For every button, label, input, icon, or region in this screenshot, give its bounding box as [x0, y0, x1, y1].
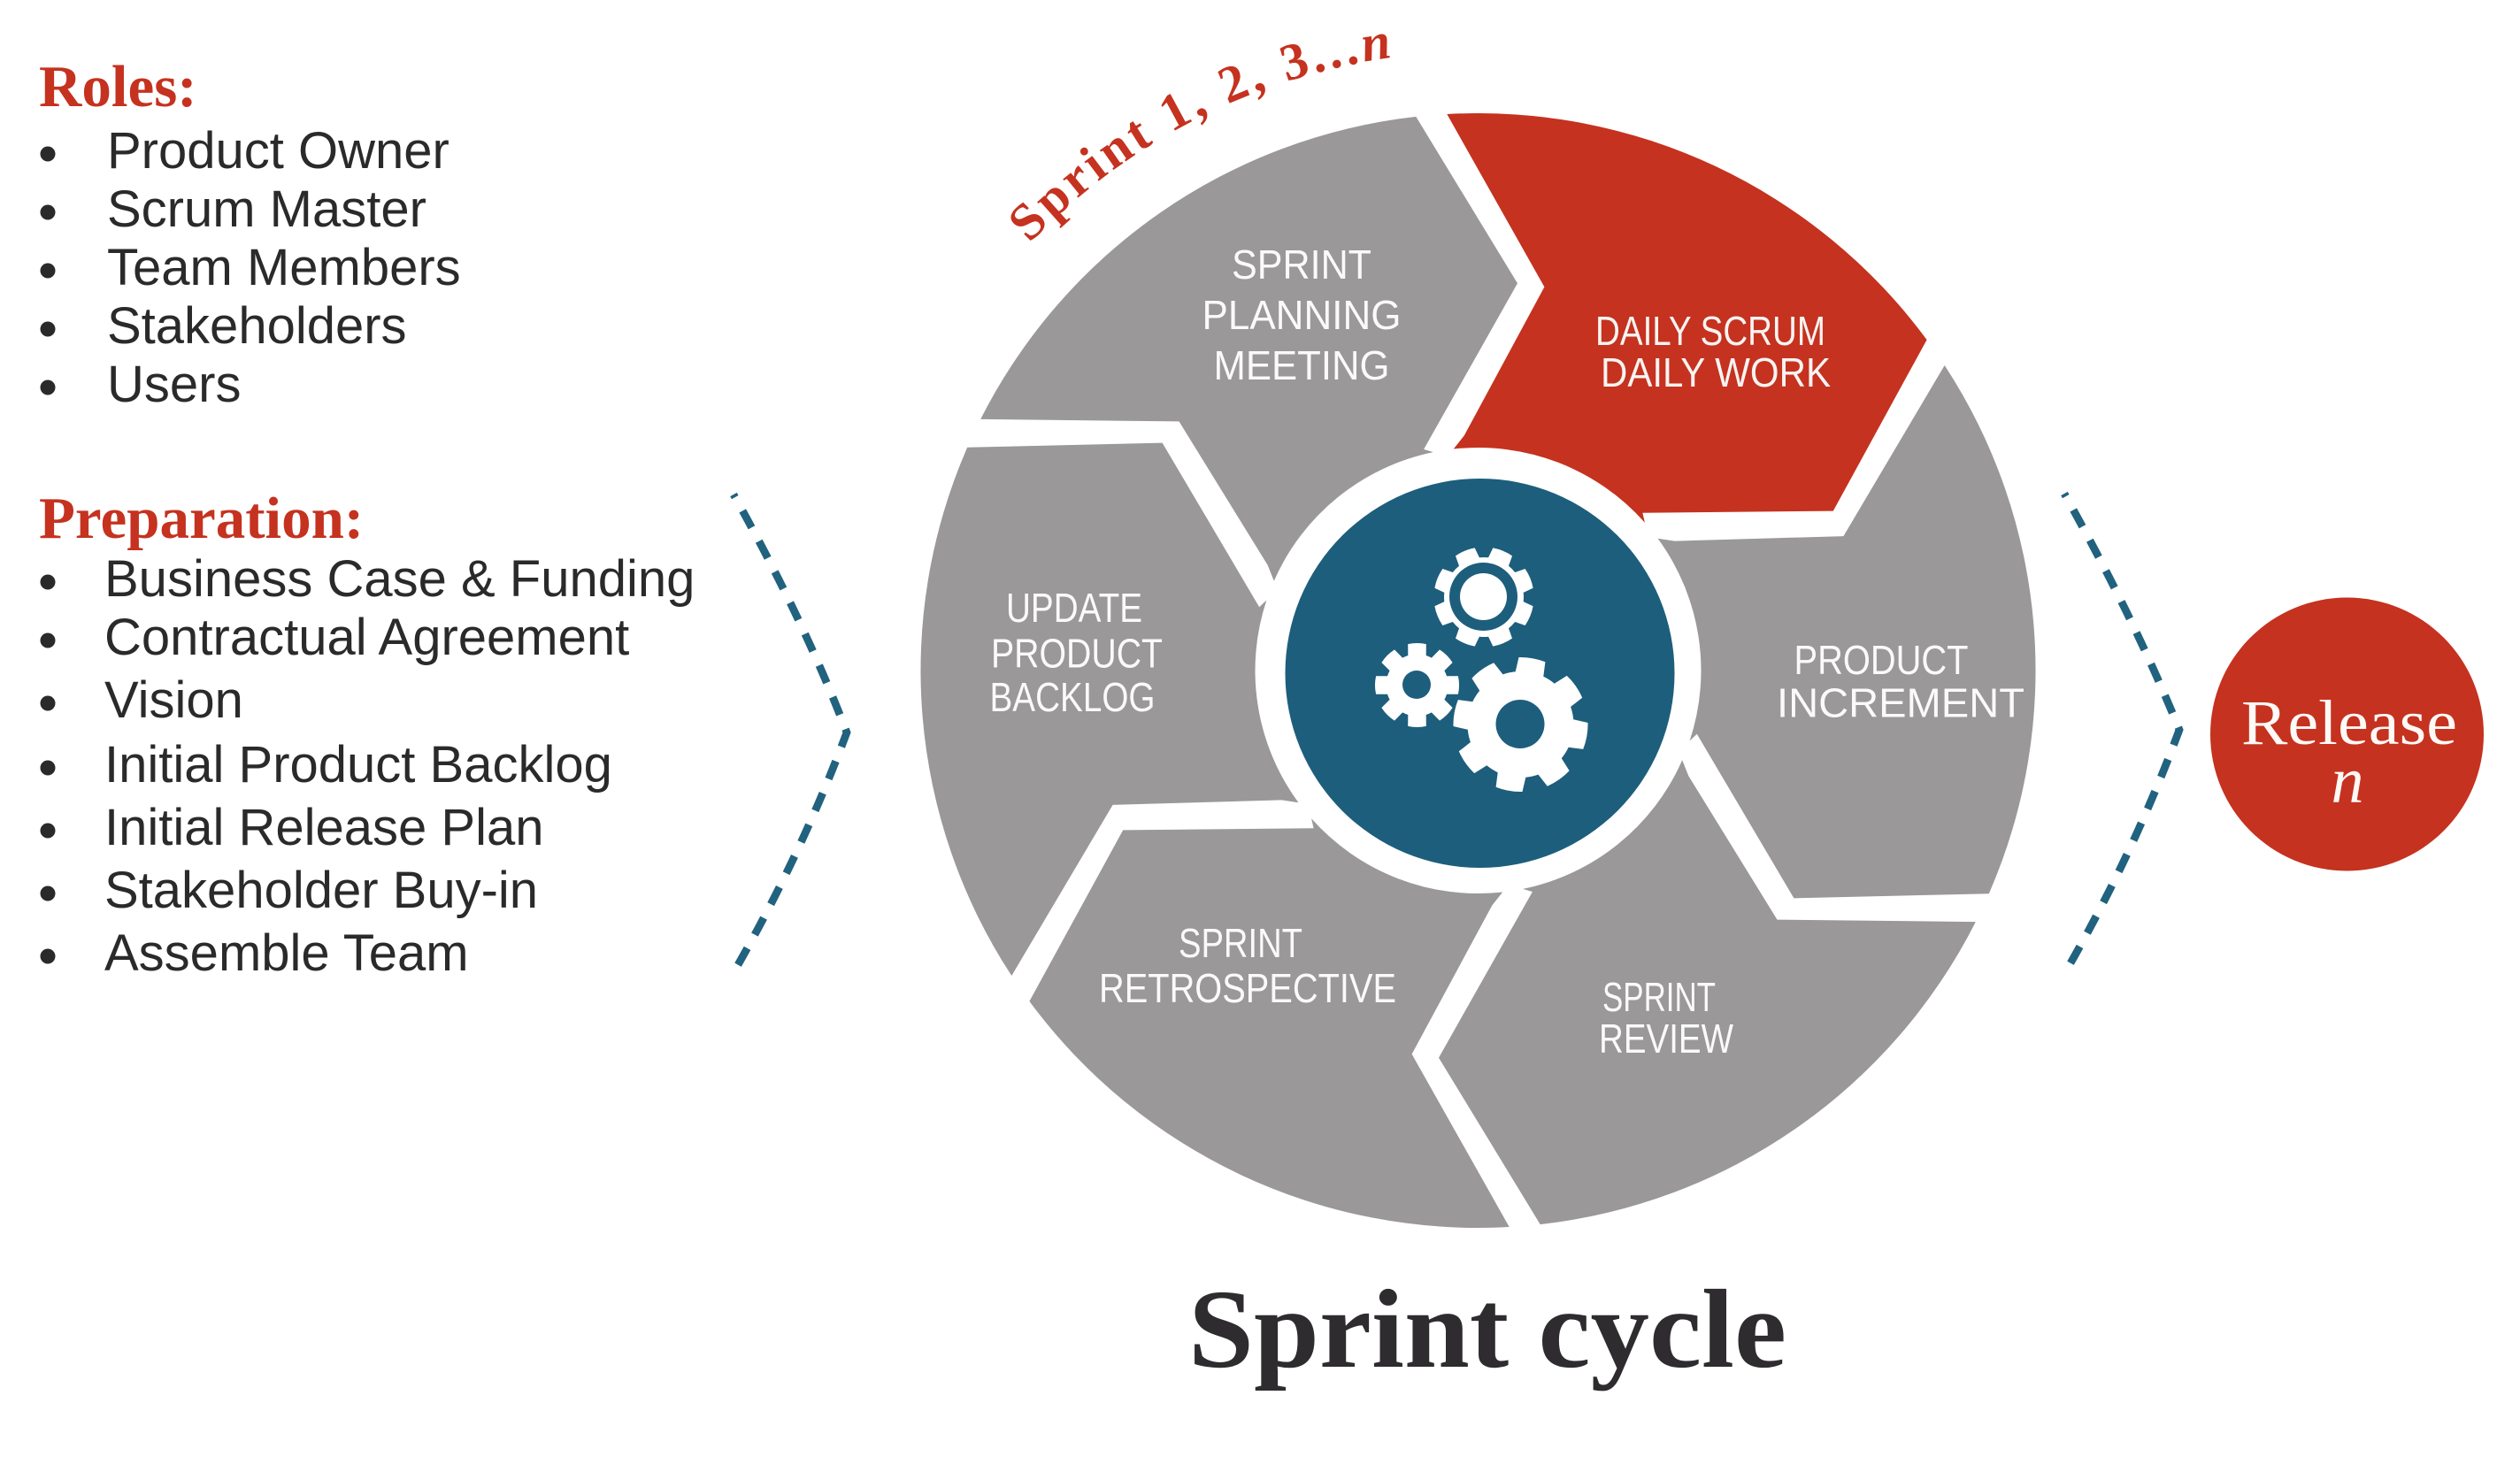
svg-text:Stakeholder Buy-in: Stakeholder Buy-in: [104, 862, 538, 919]
svg-text:Business Case & Funding: Business Case & Funding: [104, 550, 695, 608]
svg-text:Team Members: Team Members: [107, 239, 461, 296]
svg-text:PLANNING: PLANNING: [1202, 292, 1402, 338]
svg-text:DAILY SCRUM: DAILY SCRUM: [1595, 308, 1825, 354]
svg-text:Vision: Vision: [104, 671, 243, 729]
svg-text:PRODUCT: PRODUCT: [991, 631, 1163, 677]
svg-text:Release: Release: [2241, 687, 2457, 758]
svg-text:RETROSPECTIVE: RETROSPECTIVE: [1099, 965, 1396, 1011]
svg-text:Initial Product Backlog: Initial Product Backlog: [104, 736, 612, 794]
svg-text:Assemble Team: Assemble Team: [104, 924, 469, 982]
svg-text:Product Owner: Product Owner: [107, 122, 449, 180]
svg-text:Sprint cycle: Sprint cycle: [1188, 1268, 1786, 1392]
svg-text:BACKLOG: BACKLOG: [990, 674, 1156, 720]
svg-text:Roles:: Roles:: [39, 54, 197, 119]
svg-text:REVIEW: REVIEW: [1599, 1016, 1733, 1062]
svg-text:SPRINT: SPRINT: [1179, 920, 1302, 966]
svg-text:Initial Release Plan: Initial Release Plan: [104, 799, 544, 856]
svg-text:SPRINT: SPRINT: [1602, 974, 1716, 1020]
svg-text:MEETING: MEETING: [1214, 342, 1390, 388]
svg-text:DAILY WORK: DAILY WORK: [1601, 349, 1831, 395]
svg-text:UPDATE: UPDATE: [1006, 585, 1142, 631]
svg-text:Stakeholders: Stakeholders: [107, 297, 407, 355]
svg-text:Contractual Agreement: Contractual Agreement: [104, 609, 629, 666]
svg-text:Users: Users: [107, 356, 241, 413]
svg-text:Preparation:: Preparation:: [39, 486, 364, 551]
svg-text:Scrum Master: Scrum Master: [107, 180, 426, 238]
svg-text:SPRINT: SPRINT: [1232, 242, 1371, 288]
svg-text:PRODUCT: PRODUCT: [1794, 637, 1969, 683]
svg-text:n: n: [2332, 745, 2364, 817]
svg-text:INCREMENT: INCREMENT: [1777, 680, 2024, 726]
